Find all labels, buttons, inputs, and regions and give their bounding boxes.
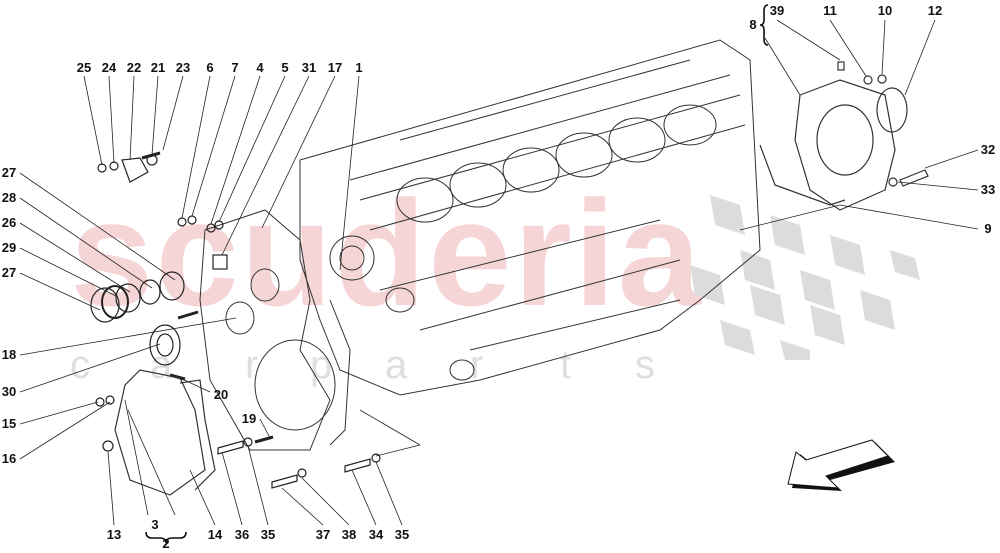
- callout-label: 19: [241, 411, 257, 426]
- callout-label: 30: [1, 384, 17, 399]
- direction-arrow-icon: [787, 439, 895, 491]
- callout-label: 10: [877, 3, 893, 18]
- callout-label: 4: [256, 60, 264, 75]
- callout-label: 5: [281, 60, 289, 75]
- callout-label: 32: [980, 142, 996, 157]
- callout-label: 14: [207, 527, 223, 542]
- callout-label: 38: [341, 527, 357, 542]
- callout-label: 7: [231, 60, 239, 75]
- watermark-tagline-letter: s: [635, 343, 655, 387]
- callout-label: 8: [749, 17, 757, 32]
- bottom-fasteners: [217, 437, 381, 489]
- watermark-tagline-letter: r: [245, 343, 259, 387]
- callout-label: 35: [394, 527, 410, 542]
- checkered-flag-icon: [690, 195, 920, 360]
- callout-label: 23: [175, 60, 191, 75]
- rear-cover: [759, 61, 929, 211]
- callout-label: 37: [315, 527, 331, 542]
- watermark-tagline-letter: c: [70, 343, 90, 387]
- callout-label: 9: [984, 221, 992, 236]
- callout-label: 11: [823, 3, 837, 18]
- callout-label: 18: [1, 347, 17, 362]
- callout-label: 39: [769, 3, 785, 18]
- bracket-2: [145, 531, 187, 544]
- bracket-8: [759, 4, 769, 46]
- callout-label: 20: [213, 387, 229, 402]
- callout-label: 33: [980, 182, 996, 197]
- callout-label: 29: [1, 240, 17, 255]
- callout-label: 27: [1, 265, 17, 280]
- callout-label: 24: [101, 60, 117, 75]
- callout-label: 17: [327, 60, 343, 75]
- oil-pump-cover: [114, 369, 216, 496]
- watermark-tagline-letter: t: [560, 343, 572, 387]
- callout-label: 22: [126, 60, 142, 75]
- leader-lines: [19, 19, 979, 526]
- callout-label: 28: [1, 190, 17, 205]
- callout-label: 25: [76, 60, 92, 75]
- left-parts: [90, 151, 274, 452]
- callout-label: 15: [1, 416, 17, 431]
- engine-block: [299, 39, 761, 396]
- callout-label: 2: [162, 536, 170, 551]
- watermark-brand: scuderia: [70, 169, 703, 337]
- front-cover: [199, 209, 351, 451]
- callout-label: 1: [355, 60, 363, 75]
- callout-label: 3: [151, 517, 159, 532]
- watermark-tagline-letter: a: [385, 343, 408, 387]
- callout-label: 12: [927, 3, 943, 18]
- callout-label: 26: [1, 215, 17, 230]
- callout-label: 6: [206, 60, 214, 75]
- callout-label: 13: [106, 527, 122, 542]
- callout-label: 31: [301, 60, 317, 75]
- callout-label: 35: [260, 527, 276, 542]
- watermark-tagline-letter: r: [470, 343, 484, 387]
- callout-label: 27: [1, 165, 17, 180]
- callout-label: 34: [368, 527, 384, 542]
- callout-label: 36: [234, 527, 250, 542]
- callout-label: 16: [1, 451, 17, 466]
- callout-label: 21: [150, 60, 166, 75]
